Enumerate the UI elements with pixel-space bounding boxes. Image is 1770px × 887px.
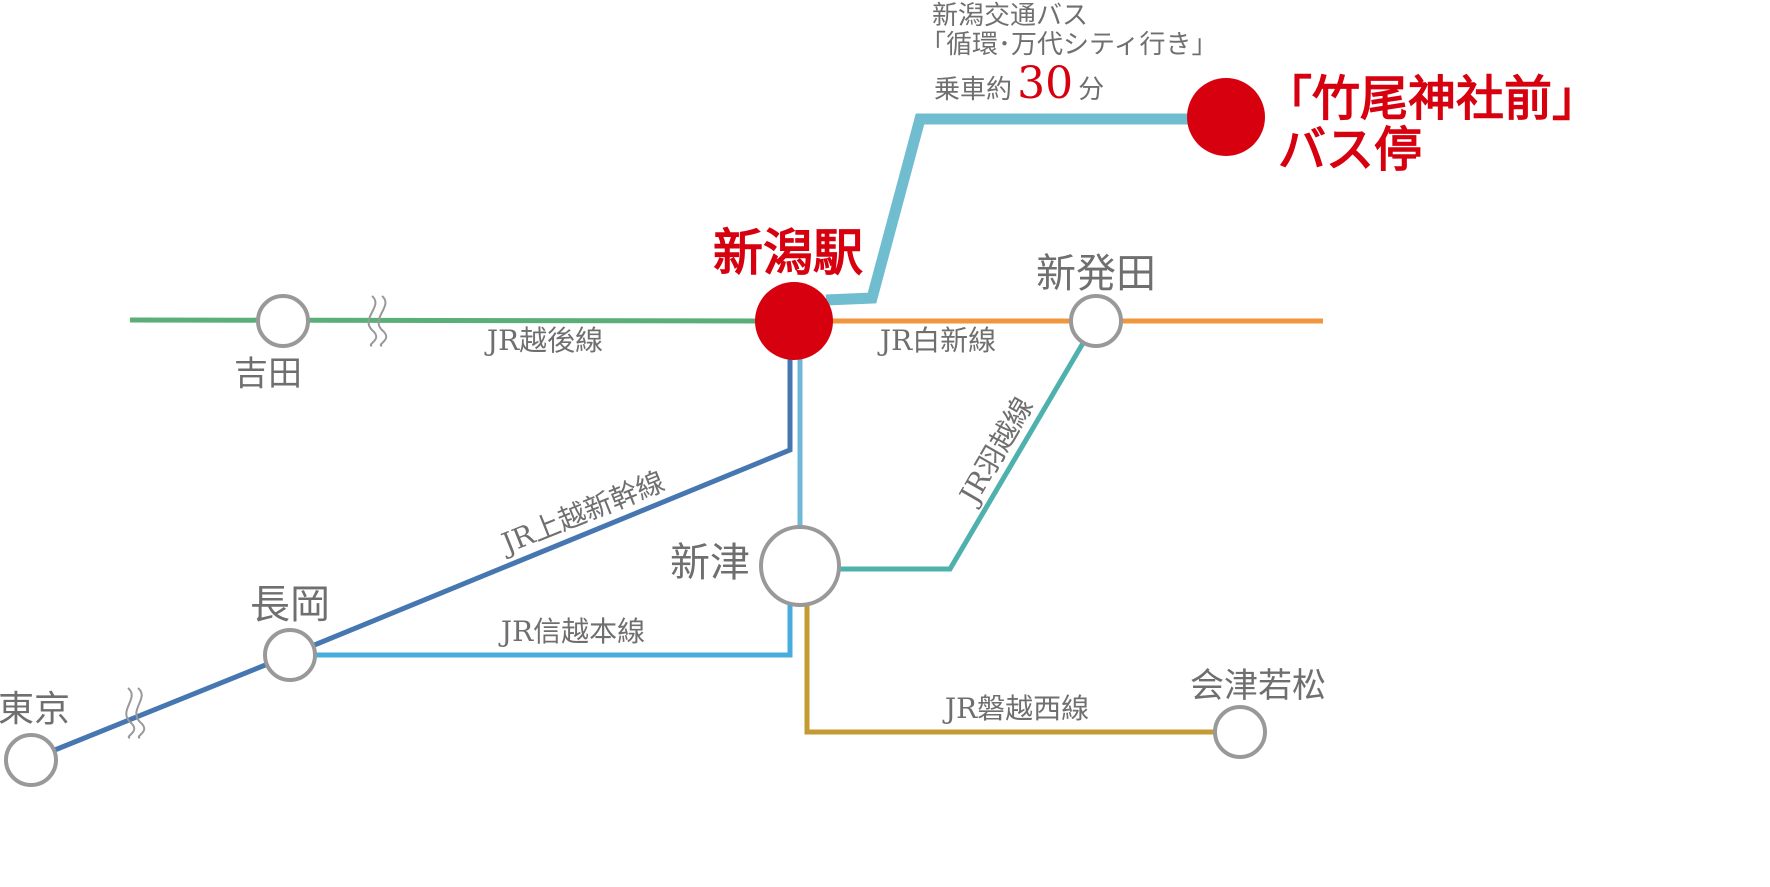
aizuwakamatsu-station-marker [1213,705,1267,759]
tokyo-station-label: 東京 [0,689,70,730]
shinetsu-line [290,590,793,658]
shibata-station-label: 新発田 [1036,251,1156,297]
line-break-mark-joetsu [125,687,146,739]
banetsu-west-line [804,590,1240,735]
niigata-station-label: 新潟駅 [713,223,863,282]
bus-ride-prefix: 乗車約 [934,75,1012,105]
yoshida-station-marker [256,294,310,348]
bus-ride-suffix: 分 [1078,75,1104,105]
takeo-jinja-mae-stop-marker [1187,78,1265,156]
tokyo-station-marker [4,733,58,787]
bus-route-name-label: 「循環･万代シティ行き」 [920,30,1217,60]
aizuwakamatsu-station-label: 会津若松 [1190,666,1326,706]
niigata-station-marker [755,282,833,360]
line-break-mark-echigo [367,295,388,347]
niitsu-station-marker [759,525,841,607]
bus-route-line [825,113,1226,306]
joetsu-shinkansen-line-label: JR上越新幹線 [494,465,669,561]
echigo-line [129,317,795,324]
bus-ride-minutes: 30 [1017,58,1073,109]
shibata-station-marker [1069,294,1123,348]
nagaoka-station-marker [263,628,317,682]
niitsu-station-label: 新津 [670,540,750,586]
hakushin-line-label: JR白新線 [877,324,996,357]
echigo-line-label: JR越後線 [484,324,603,357]
yoshida-station-label: 吉田 [234,354,302,394]
bus-ride-time: 乗車約 30 分 [934,58,1104,109]
destination-type-label: バス停 [1278,122,1422,178]
shinetsu-line-label: JR信越本線 [498,615,645,648]
bus-company-label: 新潟交通バス [932,1,1088,31]
uetsu-line [800,319,1099,572]
banetsu-west-line-label: JR磐越西線 [942,692,1089,725]
nagaoka-station-label: 長岡 [250,582,330,628]
destination-name-label: 「竹尾神社前」 [1264,71,1600,127]
joetsu-shinkansen-line [29,355,793,763]
